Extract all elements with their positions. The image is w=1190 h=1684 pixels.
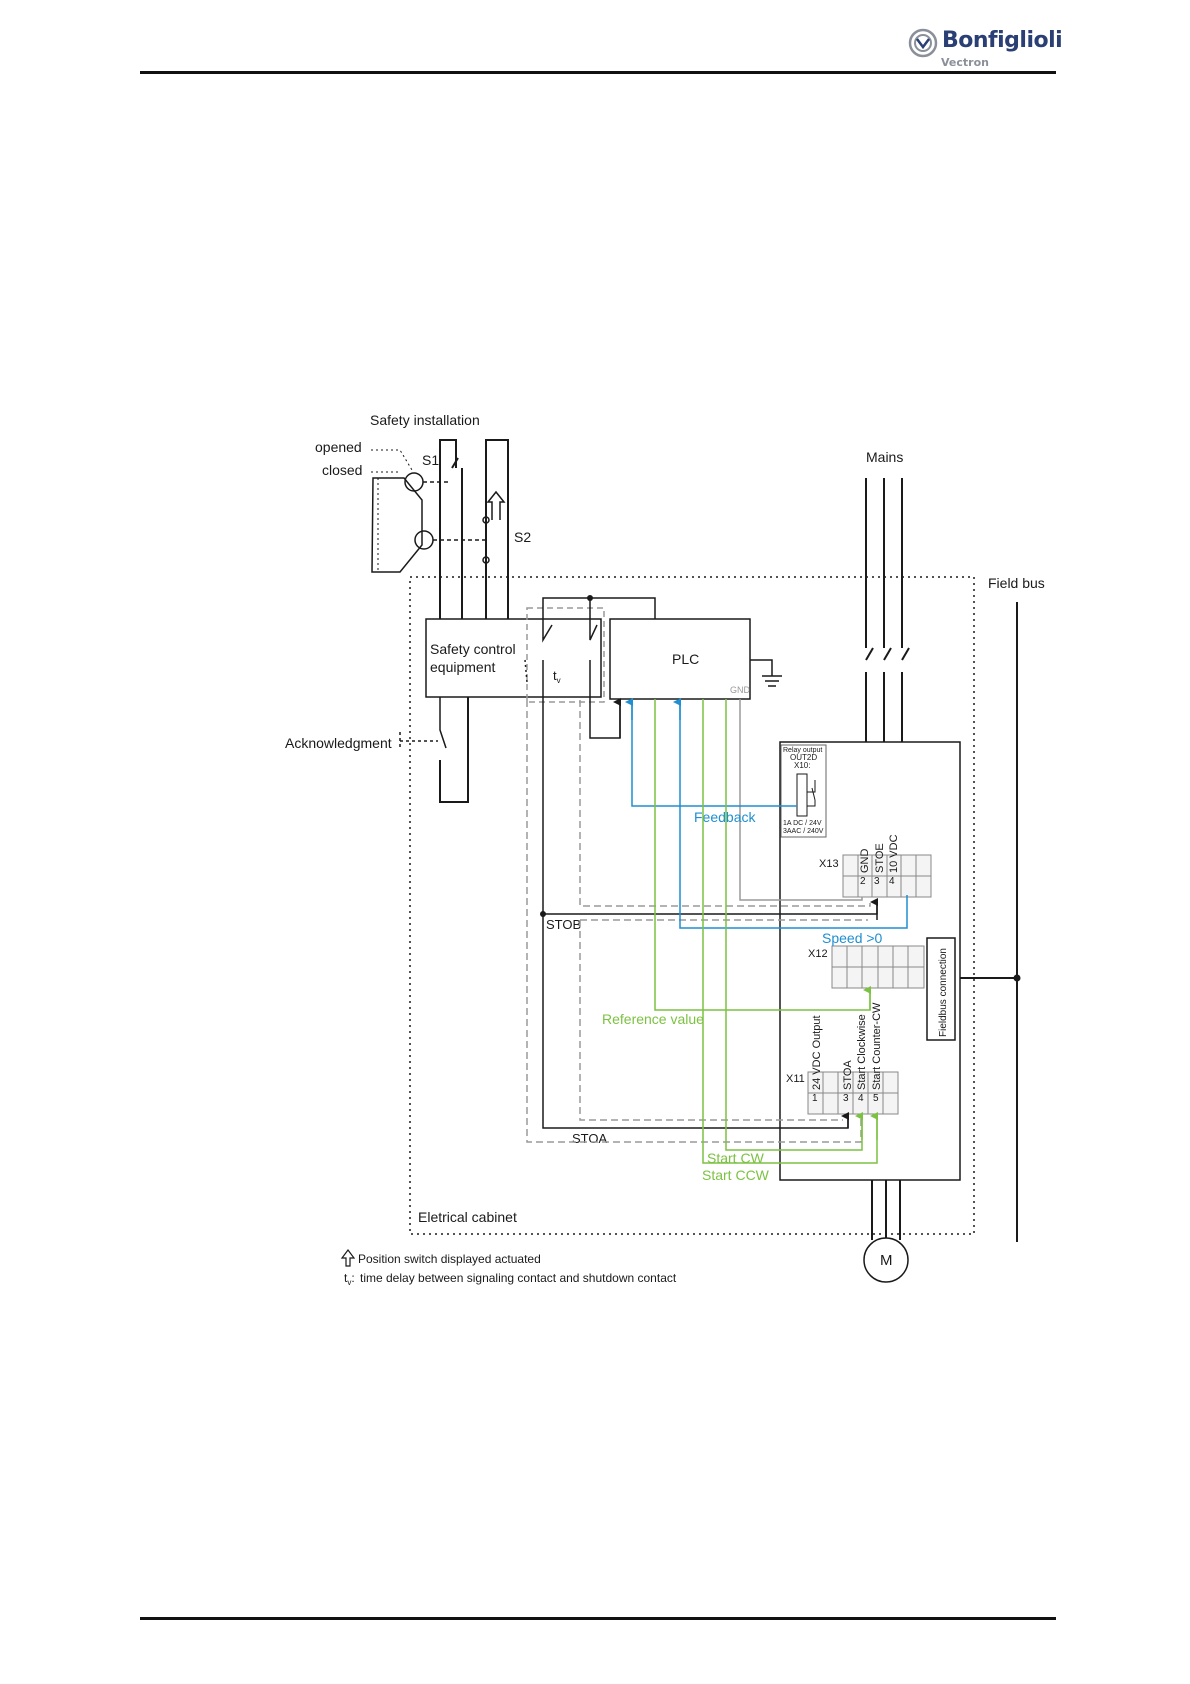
field-bus-node bbox=[1013, 974, 1021, 982]
x11-terminal-1: 1 bbox=[812, 1093, 818, 1104]
relay-rating-2: 3AAC / 240V bbox=[783, 828, 824, 835]
plc-gnd-wire bbox=[739, 699, 863, 901]
fieldbus-connection-box bbox=[926, 937, 956, 1041]
x13-label: X13 bbox=[819, 858, 839, 870]
x11-start-cw-label: Start Clockwise bbox=[856, 1014, 868, 1090]
fieldbus-connection-label: Fieldbus connection bbox=[938, 948, 949, 1037]
plc-ground-icon bbox=[750, 659, 782, 687]
x11-label: X11 bbox=[786, 1073, 805, 1085]
speed-label: Speed >0 bbox=[822, 930, 883, 946]
legend-t-symbol: tv: bbox=[344, 1271, 355, 1287]
start-ccw-label: Start CCW bbox=[702, 1167, 770, 1183]
feedback-label: Feedback bbox=[694, 809, 756, 825]
opened-label: opened bbox=[315, 439, 362, 455]
x13-stoe-label: STOE bbox=[874, 843, 886, 873]
electrical-cabinet-label: Eletrical cabinet bbox=[418, 1209, 517, 1225]
relay-rating-1: 1A DC / 24V bbox=[783, 820, 822, 827]
electrical-cabinet-border bbox=[409, 576, 975, 1235]
motor-label: M bbox=[880, 1252, 893, 1269]
x11-terminal-block bbox=[807, 1071, 899, 1115]
relay-output-label: Relay output bbox=[783, 747, 822, 754]
mains-lines bbox=[865, 478, 910, 742]
x11-24vdc-label: 24 VDC Output bbox=[811, 1015, 823, 1090]
acknowledgment-label: Acknowledgment bbox=[285, 735, 392, 751]
acknowledgment-switch bbox=[399, 697, 469, 803]
closed-label: closed bbox=[322, 462, 362, 478]
relay-out-name-label: OUT2D bbox=[790, 753, 817, 762]
x11-terminal-5: 5 bbox=[873, 1093, 879, 1104]
legend-time-delay: time delay between signaling contact and… bbox=[360, 1271, 677, 1285]
x13-terminal-3: 3 bbox=[874, 876, 880, 887]
x13-terminal-4: 4 bbox=[889, 876, 895, 887]
gray-dashed-wires bbox=[526, 700, 871, 1143]
field-bus-label: Field bus bbox=[988, 575, 1045, 591]
door-position-indicator bbox=[371, 449, 488, 573]
relay-contact-icon bbox=[796, 773, 816, 817]
plc-box bbox=[609, 618, 751, 700]
safety-control-equipment-box bbox=[425, 618, 602, 698]
x10-label: X10: bbox=[794, 761, 810, 770]
x13-terminal-block bbox=[842, 854, 932, 898]
safety-control-label-2: equipment bbox=[430, 659, 495, 675]
footer-divider bbox=[140, 1617, 1056, 1620]
field-bus-line bbox=[955, 602, 1018, 1242]
s2-label: S2 bbox=[514, 529, 531, 545]
x12-label: X12 bbox=[808, 948, 828, 960]
x13-gnd-label: GND bbox=[859, 849, 871, 874]
x11-start-ccw-label: Start Counter-CW bbox=[871, 1002, 883, 1090]
blue-signal-wires bbox=[631, 704, 908, 929]
x12-terminal-block bbox=[831, 945, 925, 989]
bonfiglioli-logo: Bonfiglioli Vectron bbox=[908, 26, 1063, 74]
t-delay-label: tv bbox=[553, 668, 561, 685]
mains-label: Mains bbox=[866, 449, 903, 465]
plc-gnd-label: GND bbox=[730, 685, 751, 695]
s2-contact bbox=[482, 490, 506, 564]
start-cw-label: Start CW bbox=[707, 1150, 765, 1166]
stob-junction-node bbox=[540, 911, 546, 917]
safety-control-label-1: Safety control bbox=[430, 641, 516, 657]
motor-connection-lines bbox=[871, 1180, 901, 1240]
x13-10vdc-label: 10 VDC bbox=[888, 834, 900, 873]
motor-symbol bbox=[863, 1237, 909, 1283]
safety-relay-contacts bbox=[524, 598, 598, 697]
x11-terminal-3: 3 bbox=[843, 1093, 849, 1104]
x13-terminal-2: 2 bbox=[860, 876, 866, 887]
logo-wordmark: Bonfiglioli bbox=[942, 28, 1063, 53]
logo-subtitle: Vectron bbox=[941, 56, 989, 69]
bonfiglioli-gear-logo-icon bbox=[908, 28, 938, 58]
legend-position-switch: Position switch displayed actuated bbox=[358, 1252, 541, 1266]
plc-label: PLC bbox=[672, 651, 699, 667]
reference-value-label: Reference value bbox=[602, 1011, 704, 1027]
position-switch-arrow-icon bbox=[340, 1249, 356, 1267]
x11-terminal-4: 4 bbox=[858, 1093, 864, 1104]
s1-label: S1 bbox=[422, 452, 439, 468]
stob-label: STOB bbox=[546, 917, 581, 932]
relay-output-module bbox=[780, 744, 827, 838]
header-divider bbox=[140, 71, 1056, 74]
s1-s2-switch-lines bbox=[439, 439, 509, 622]
safety-installation-label: Safety installation bbox=[370, 412, 480, 428]
safety-relay-dashed-box bbox=[526, 607, 605, 703]
junction-node-top bbox=[587, 595, 593, 601]
stoa-label: STOA bbox=[572, 1131, 607, 1146]
x11-stoa-label: STOA bbox=[842, 1060, 854, 1090]
